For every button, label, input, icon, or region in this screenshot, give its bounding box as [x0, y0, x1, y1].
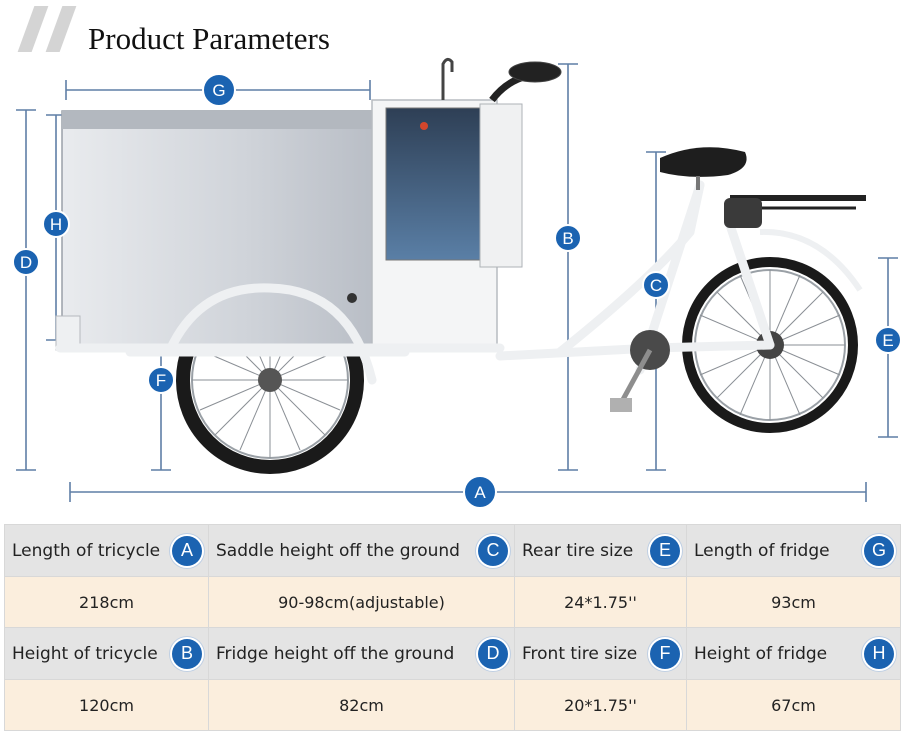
badge-e: E	[874, 326, 902, 354]
param-label: Length of fridge	[694, 540, 830, 561]
param-badge: C	[478, 535, 508, 566]
tricycle-illustration: G H D B C E F A	[12, 57, 902, 509]
svg-text:B: B	[562, 229, 573, 248]
badge-a: A	[463, 475, 497, 509]
param-value: 82cm	[208, 679, 515, 731]
crank-and-pedal	[610, 330, 670, 412]
param-label: Saddle height off the ground	[216, 540, 460, 561]
fridge-box	[55, 110, 375, 351]
svg-text:A: A	[474, 483, 486, 502]
param-label: Height of tricycle	[12, 643, 158, 664]
svg-text:C: C	[650, 276, 662, 295]
saddle	[660, 147, 747, 190]
tricycle-frame	[55, 180, 775, 385]
badge-c: C	[642, 271, 670, 299]
table-row: 218cm 90-98cm(adjustable) 24*1.75'' 93cm	[4, 576, 901, 628]
param-badge: G	[864, 535, 894, 566]
display-cabinet	[371, 99, 523, 347]
param-value: 90-98cm(adjustable)	[208, 576, 515, 628]
param-label: Fridge height off the ground	[216, 643, 455, 664]
param-badge: E	[650, 535, 680, 566]
rear-wheel-left	[176, 286, 364, 474]
param-value: 20*1.75''	[514, 679, 687, 731]
param-label: Rear tire size	[522, 540, 634, 561]
table-row: 120cm 82cm 20*1.75'' 67cm	[4, 679, 901, 731]
table-row: Length of tricycle A Saddle height off th…	[4, 524, 901, 577]
parameters-table: Length of tricycle A Saddle height off th…	[4, 524, 901, 731]
param-value: 24*1.75''	[514, 576, 687, 628]
param-badge: D	[478, 638, 508, 669]
param-value: 120cm	[4, 679, 209, 731]
badge-g: G	[202, 73, 236, 107]
faucet-and-handlebar	[441, 57, 562, 103]
page-title: Product Parameters	[88, 21, 330, 56]
rack-and-battery	[724, 195, 866, 292]
svg-text:F: F	[156, 371, 166, 390]
param-value: 218cm	[4, 576, 209, 628]
param-badge: H	[864, 638, 894, 669]
svg-text:G: G	[212, 81, 225, 100]
param-badge: B	[172, 638, 202, 669]
badge-b: B	[554, 224, 582, 252]
table-row: Height of tricycle B Fridge height off th…	[4, 627, 901, 680]
badge-d: D	[12, 248, 40, 276]
param-value: 67cm	[686, 679, 901, 731]
badge-h: H	[42, 210, 70, 238]
svg-text:E: E	[882, 331, 893, 350]
param-label: Length of tricycle	[12, 540, 161, 561]
svg-text:H: H	[50, 215, 62, 234]
param-badge: F	[650, 638, 680, 669]
param-label: Front tire size	[522, 643, 638, 664]
svg-text:D: D	[20, 253, 32, 272]
param-label: Height of fridge	[694, 643, 828, 664]
badge-f: F	[147, 366, 175, 394]
param-value: 93cm	[686, 576, 901, 628]
param-badge: A	[172, 535, 202, 566]
